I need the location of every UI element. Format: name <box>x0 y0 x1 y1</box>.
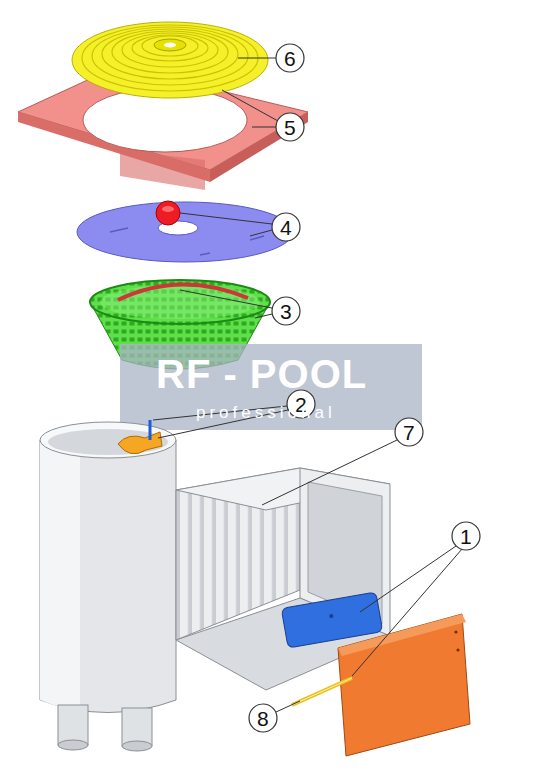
callout-number: 1 <box>460 526 472 547</box>
callout-number: 8 <box>257 708 269 729</box>
callout-number: 3 <box>280 301 292 322</box>
callout-number: 5 <box>284 117 296 138</box>
callout-number: 7 <box>403 422 415 443</box>
callout-number: 4 <box>280 217 292 238</box>
watermark: RF - POOL <box>156 354 367 394</box>
callout-number: 6 <box>284 48 296 69</box>
watermark: professional <box>196 404 336 421</box>
